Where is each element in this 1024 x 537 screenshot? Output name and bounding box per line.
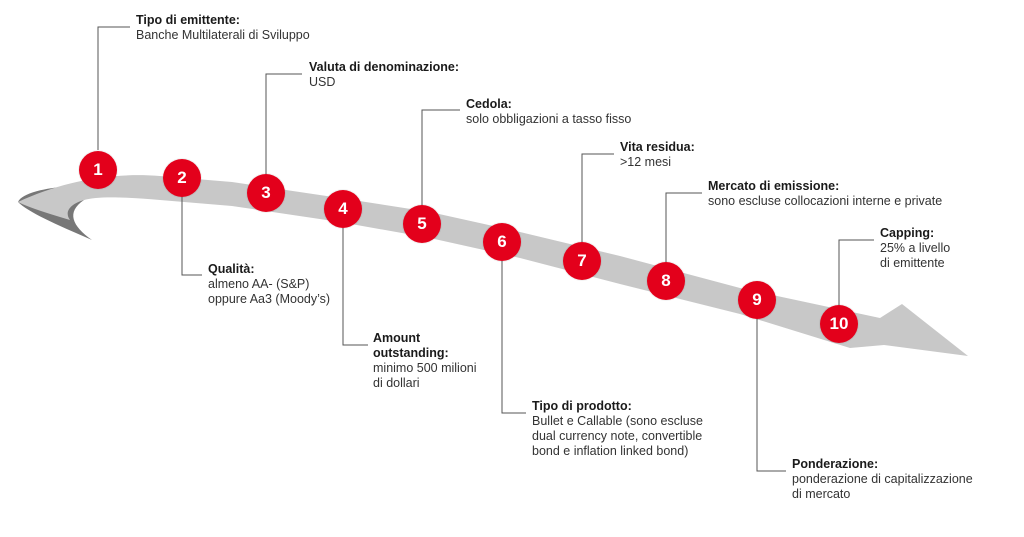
step-title-3: Valuta di denominazione: [309, 60, 460, 74]
connector-8 [665, 192, 702, 262]
step-badge-6: 6 [483, 223, 521, 261]
step-title-5: Cedola: [466, 97, 512, 111]
step-label-1: Tipo di emittente: Banche Multilaterali … [136, 13, 310, 43]
step-badge-7: 7 [563, 242, 601, 280]
connector-10 [838, 239, 874, 306]
step-badge-8: 8 [647, 262, 685, 300]
step-title-1: Tipo di emittente: [136, 13, 240, 27]
step-label-2: Qualità: almeno AA- (S&P) oppure Aa3 (Mo… [208, 262, 330, 307]
step-label-7: Vita residua: >12 mesi [620, 140, 695, 170]
step-desc-1: Banche Multilaterali di Sviluppo [136, 28, 310, 42]
step-title-4: Amount outstanding: [373, 331, 449, 360]
step-desc-4: minimo 500 milioni di dollari [373, 361, 477, 390]
step-label-8: Mercato di emissione: sono escluse collo… [708, 179, 942, 209]
step-badge-10: 10 [820, 305, 858, 343]
connector-9 [756, 318, 786, 472]
step-label-3: Valuta di denominazione: USD [309, 60, 459, 90]
step-badge-2: 2 [163, 159, 201, 197]
arrow-body [18, 175, 968, 356]
step-title-2: Qualità: [208, 262, 255, 276]
step-label-5: Cedola: solo obbligazioni a tasso fisso [466, 97, 631, 127]
step-desc-3: USD [309, 75, 336, 89]
step-badge-5: 5 [403, 205, 441, 243]
connector-3 [265, 73, 302, 174]
step-desc-5: solo obbligazioni a tasso fisso [466, 112, 632, 126]
step-title-9: Ponderazione: [792, 457, 879, 471]
step-label-6: Tipo di prodotto: Bullet e Callable (son… [532, 399, 703, 459]
step-desc-8: sono escluse collocazioni interne e priv… [708, 194, 943, 208]
step-title-8: Mercato di emissione: [708, 179, 840, 193]
step-desc-6: Bullet e Callable (sono escluse dual cur… [532, 414, 703, 458]
step-desc-2: almeno AA- (S&P) oppure Aa3 (Moody’s) [208, 277, 331, 306]
connector-1 [97, 26, 130, 150]
connector-2 [181, 196, 202, 276]
step-desc-9: ponderazione di capitalizzazione di merc… [792, 472, 973, 501]
step-label-4: Amount outstanding: minimo 500 milioni d… [373, 331, 477, 391]
step-badge-1: 1 [79, 151, 117, 189]
connector-7 [581, 153, 614, 242]
step-label-9: Ponderazione: ponderazione di capitalizz… [792, 457, 973, 502]
step-title-6: Tipo di prodotto: [532, 399, 632, 413]
connector-6 [501, 261, 526, 414]
step-badge-3: 3 [247, 174, 285, 212]
connector-5 [421, 109, 460, 206]
step-title-10: Capping: [880, 226, 935, 240]
step-desc-7: >12 mesi [620, 155, 672, 169]
step-badge-4: 4 [324, 190, 362, 228]
connector-4 [342, 228, 368, 346]
step-label-10: Capping: 25% a livello di emittente [880, 226, 950, 271]
step-title-7: Vita residua: [620, 140, 695, 154]
step-desc-10: 25% a livello di emittente [880, 241, 951, 270]
step-badge-9: 9 [738, 281, 776, 319]
